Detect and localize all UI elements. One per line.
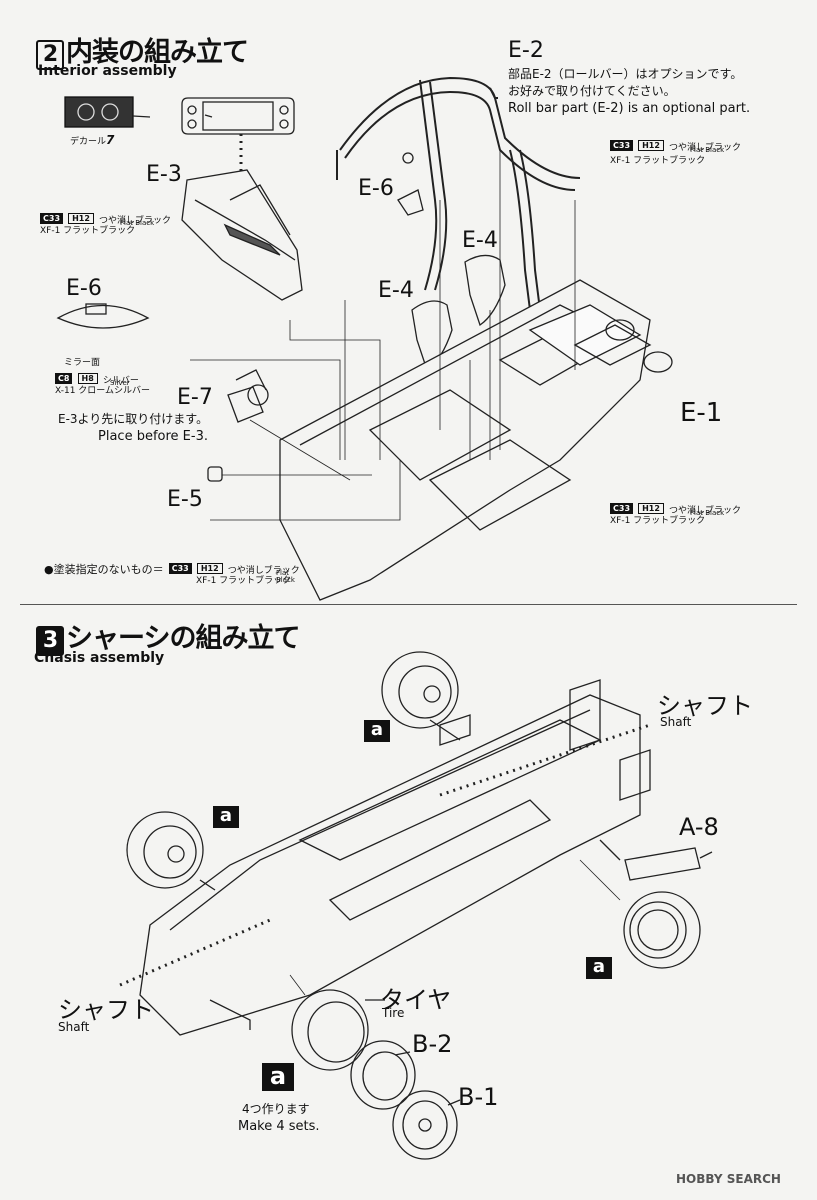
paint-x: X-11 クロームシルバー — [55, 386, 151, 396]
paint-xf: XF-1 フラットブラック — [196, 576, 292, 586]
paint-en: Flat Black — [276, 569, 295, 584]
roll-bar-note-jp-2: お好みで取り付けてください。 — [508, 84, 676, 98]
unspecified-label: ●塗装指定のないもの＝ — [44, 563, 164, 576]
paint-h-code: H12 — [638, 140, 664, 151]
paint-en: Silver — [110, 379, 130, 387]
paint-c-code: C8 — [55, 373, 73, 384]
shaft-label-left-en: Shaft — [58, 1020, 90, 1034]
tag-a: a — [586, 957, 612, 979]
paint-en: Flat Black — [690, 509, 725, 517]
paint-xf: XF-1 フラットブラック — [610, 156, 706, 166]
tag-a-left: a — [213, 806, 239, 828]
section-divider — [20, 604, 797, 605]
paint-xf: XF-1 フラットブラック — [610, 516, 706, 526]
paint-callout-floor: C33 H12 つや消しブラック Flat Black XF-1 フラットブラッ… — [610, 498, 742, 526]
part-e4-lower-label: E-4 — [378, 278, 414, 303]
tire-label-jp: タイヤ — [380, 986, 452, 1014]
shaft-label-right-jp: シャフト — [657, 692, 753, 720]
paint-c-code: C33 — [610, 140, 634, 151]
part-b1-label: B-1 — [458, 1083, 499, 1111]
paint-jp: シルバー — [102, 376, 139, 386]
part-e2-label: E-2 — [508, 38, 544, 63]
paint-en: Flat Black — [120, 219, 155, 227]
section2-number: 2 — [36, 40, 64, 70]
decal-label-text: デカール — [70, 137, 107, 147]
part-e4-upper-label: E-4 — [462, 228, 498, 253]
roll-bar-note-jp-1: 部品E-2（ロールバー）はオプションです。 — [508, 67, 743, 81]
paint-c-code: C33 — [168, 563, 192, 574]
tag-a-right: a — [586, 957, 612, 979]
paint-c-code: C33 — [40, 213, 64, 224]
tire-label-en: Tire — [382, 1006, 405, 1020]
part-e6-mirror-label: E-6 — [66, 276, 102, 301]
paint-xf: XF-1 フラットブラック — [40, 226, 136, 236]
mirror-label: ミラー面 — [64, 358, 101, 368]
paint-c-code: C33 — [610, 503, 634, 514]
paint-callout-dashboard: C33 H12 つや消しブラック Flat Black XF-1 フラットブラッ… — [40, 208, 172, 236]
part-e6-upper-label: E-6 — [358, 176, 394, 201]
part-e3-label: E-3 — [146, 162, 182, 187]
part-e1-label: E-1 — [680, 398, 723, 428]
section2-title-text: 内装の組み立て — [66, 37, 249, 68]
part-b2-label: B-2 — [412, 1030, 453, 1058]
decal-number: 7 — [106, 133, 115, 147]
part-e7-label: E-7 — [177, 385, 213, 410]
place-before-en: Place before E-3. — [98, 429, 208, 444]
paint-callout-mirror: C8 H8 シルバー Silver X-11 クロームシルバー — [55, 368, 150, 396]
paint-jp: つや消しブラック — [669, 143, 742, 153]
paint-en: Flat Black — [690, 146, 725, 154]
tag-a-bottom: a — [262, 1063, 294, 1091]
tag-a: a — [364, 720, 390, 742]
section2-subtitle: Interior assembly — [38, 63, 177, 79]
paint-jp: つや消しブラック — [227, 566, 300, 576]
shaft-label-left-jp: シャフト — [58, 996, 154, 1024]
make-sets-jp: 4つ作ります — [242, 1102, 310, 1116]
tag-a-top: a — [364, 720, 390, 742]
tag-a: a — [213, 806, 239, 828]
section3-number: 3 — [36, 626, 64, 656]
watermark: HOBBY SEARCH — [676, 1172, 781, 1186]
paint-jp: つや消しブラック — [669, 506, 742, 516]
unspecified-paint-note: ●塗装指定のないもの＝ C33 H12 つや消しブラック Flat Black … — [44, 558, 300, 586]
section3-title-text: シャーシの組み立て — [66, 623, 300, 654]
paint-jp: つや消しブラック — [99, 216, 172, 226]
place-before-jp: E-3より先に取り付けます。 — [58, 412, 209, 426]
paint-callout-rollbar: C33 H12 つや消しブラック Flat Black XF-1 フラットブラッ… — [610, 135, 742, 166]
part-e5-label: E-5 — [167, 487, 203, 512]
make-sets-en: Make 4 sets. — [238, 1119, 320, 1134]
section3-subtitle: Chasis assembly — [34, 650, 165, 666]
decal-label: デカール7 — [70, 133, 114, 147]
shaft-label-right-en: Shaft — [660, 715, 692, 729]
part-a8-label: A-8 — [679, 813, 719, 841]
tag-a: a — [262, 1063, 294, 1091]
roll-bar-note-en: Roll bar part (E-2) is an optional part. — [508, 101, 751, 116]
